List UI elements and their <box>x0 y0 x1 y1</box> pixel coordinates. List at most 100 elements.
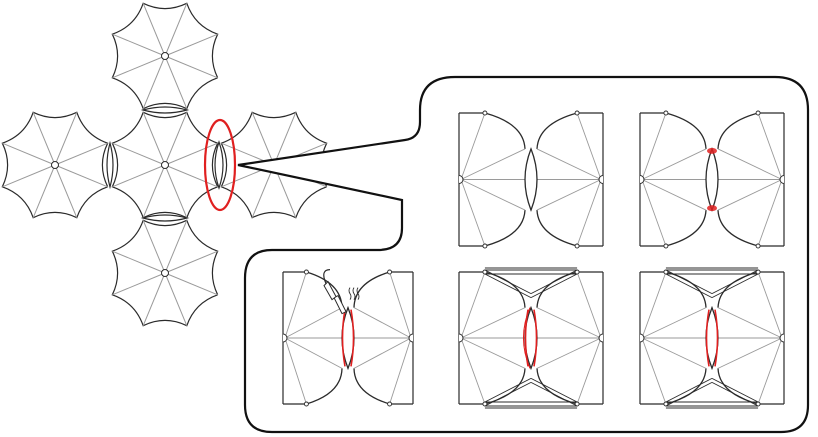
panel-clamp <box>755 110 761 116</box>
panel-seam <box>524 147 538 212</box>
hot-air-welder-icon <box>323 269 360 315</box>
panel-light-line <box>576 112 602 180</box>
panel-light-line <box>284 271 307 339</box>
module-spoke <box>142 272 166 326</box>
panel-cusp <box>665 210 707 247</box>
panel-cusp <box>306 368 343 405</box>
step-panel-2 <box>639 110 785 249</box>
module-spoke <box>142 112 166 166</box>
weld-extra <box>523 307 531 369</box>
panel-light-line <box>641 112 667 180</box>
cable-line <box>665 377 713 403</box>
module-spoke <box>142 3 166 57</box>
panel-light-line <box>353 337 412 369</box>
cable-line <box>711 381 759 407</box>
cable-line <box>711 273 759 299</box>
cable-line <box>484 381 532 407</box>
panel-hub-right <box>779 175 785 184</box>
module-spoke <box>164 142 218 166</box>
module-spoke <box>164 112 188 166</box>
panel-light-line <box>757 179 783 247</box>
cable-line <box>665 269 713 295</box>
panel-clamp <box>755 243 761 249</box>
panel-light-line <box>641 271 667 339</box>
tack-mark-bottom <box>707 205 717 212</box>
module-spoke <box>273 112 297 166</box>
step-panel-4 <box>458 267 604 409</box>
module-hub <box>161 52 169 60</box>
panel-light-line <box>460 148 526 180</box>
panel-light-line <box>460 179 486 247</box>
panel-light-line <box>284 337 343 369</box>
panel-light-line <box>460 337 526 369</box>
seam-right <box>214 140 224 190</box>
module-left <box>1 111 109 219</box>
heat-wave <box>356 287 360 300</box>
module-spoke <box>142 55 166 109</box>
module-spoke <box>164 220 188 274</box>
step-panel-3 <box>282 269 414 407</box>
module-spoke <box>251 112 275 166</box>
panel-light-line <box>353 307 412 339</box>
cable-line <box>484 273 532 299</box>
panel-light-line <box>641 337 667 405</box>
module-spoke <box>54 164 78 218</box>
heat-wave <box>348 287 352 300</box>
weld-line-right <box>533 309 538 367</box>
panel-light-line <box>717 337 783 369</box>
panel-cusp <box>353 368 390 405</box>
panel-light-line <box>641 179 667 247</box>
cable-line <box>484 269 532 295</box>
panel-light-line <box>641 307 707 339</box>
module-spoke <box>112 142 166 166</box>
panel-cusp <box>536 210 578 247</box>
weld-line-left <box>341 309 346 367</box>
welder-handle <box>323 280 337 301</box>
module-spoke <box>32 164 56 218</box>
panel-clamp <box>303 269 309 275</box>
step-panel-5 <box>639 267 785 409</box>
panel-light-line <box>576 179 602 247</box>
module-spoke <box>54 142 108 166</box>
panel-light-line <box>717 307 783 339</box>
module-spoke <box>112 272 166 296</box>
heat-wave <box>352 287 356 300</box>
panel-light-line <box>389 337 412 405</box>
cable-line <box>484 377 532 403</box>
panel-light-line <box>576 271 602 339</box>
weld-line-right <box>714 309 719 367</box>
callout-bubble <box>237 75 810 434</box>
panel-light-line <box>284 307 343 339</box>
module-spoke <box>112 164 166 188</box>
module-spoke <box>164 55 218 79</box>
module-spoke <box>112 250 166 274</box>
panel-light-line <box>757 112 783 180</box>
panel-hub-left <box>639 175 645 184</box>
module-hub <box>161 269 169 277</box>
module-center <box>111 111 219 219</box>
panel-light-line <box>389 271 412 339</box>
panel-cusp <box>717 210 759 247</box>
seam-highlight-ellipse <box>203 118 237 212</box>
panel-hub-right <box>779 333 785 343</box>
panel-cusp <box>536 112 578 149</box>
module-spoke <box>164 272 218 296</box>
module-spoke <box>54 164 108 188</box>
panel-clamp <box>663 110 669 116</box>
panel-light-line <box>460 179 526 211</box>
module-spoke <box>2 142 56 166</box>
cable-line <box>530 381 578 407</box>
panel-clamp <box>387 401 393 407</box>
panel-hub-left <box>458 333 464 343</box>
cable-line <box>530 269 578 295</box>
module-bottom <box>111 219 219 327</box>
module-spoke <box>164 3 188 57</box>
panel-light-line <box>460 112 486 180</box>
panel-clamp <box>482 110 488 116</box>
panel-clamp <box>482 243 488 249</box>
tack-mark-top <box>707 147 717 154</box>
panel-light-line <box>641 337 707 369</box>
seam-bottom <box>140 214 190 222</box>
panel-clamp <box>387 269 393 275</box>
